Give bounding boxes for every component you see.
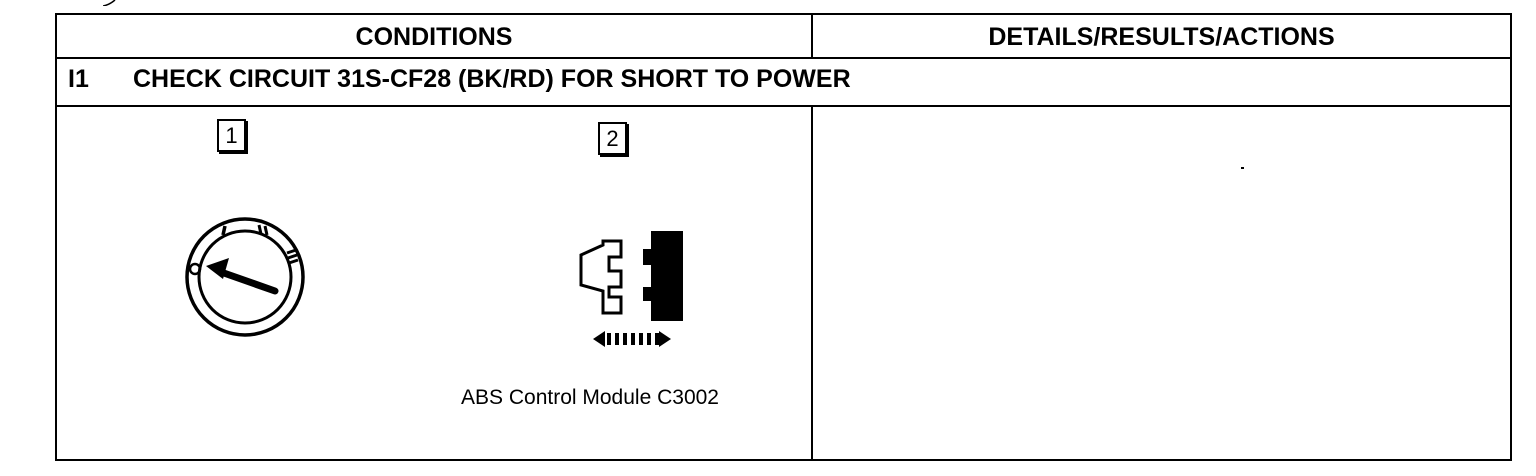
connector-caption: ABS Control Module C3002 [461, 386, 719, 409]
details-results-actions-cell [813, 107, 1510, 459]
conditions-cell: 1 2 [57, 107, 813, 459]
table-header-row: CONDITIONS DETAILS/RESULTS/ACTIONS [57, 15, 1510, 59]
step-number-box-1: 1 [217, 119, 246, 152]
details-results-actions-header: DETAILS/RESULTS/ACTIONS [988, 23, 1335, 51]
connector-disconnect-icon [579, 231, 683, 347]
step-row: I1 CHECK CIRCUIT 31S-CF28 (BK/RD) FOR SH… [57, 59, 1510, 107]
step-title: CHECK CIRCUIT 31S-CF28 (BK/RD) FOR SHORT… [133, 65, 851, 93]
ignition-switch-off-icon [185, 217, 305, 337]
stray-mark [103, 0, 116, 6]
step-number-box-2: 2 [598, 122, 627, 155]
scan-speck [1241, 167, 1244, 169]
step-id: I1 [68, 65, 89, 93]
diagnostic-table: CONDITIONS DETAILS/RESULTS/ACTIONS I1 CH… [55, 13, 1512, 461]
conditions-header: CONDITIONS [57, 15, 813, 57]
